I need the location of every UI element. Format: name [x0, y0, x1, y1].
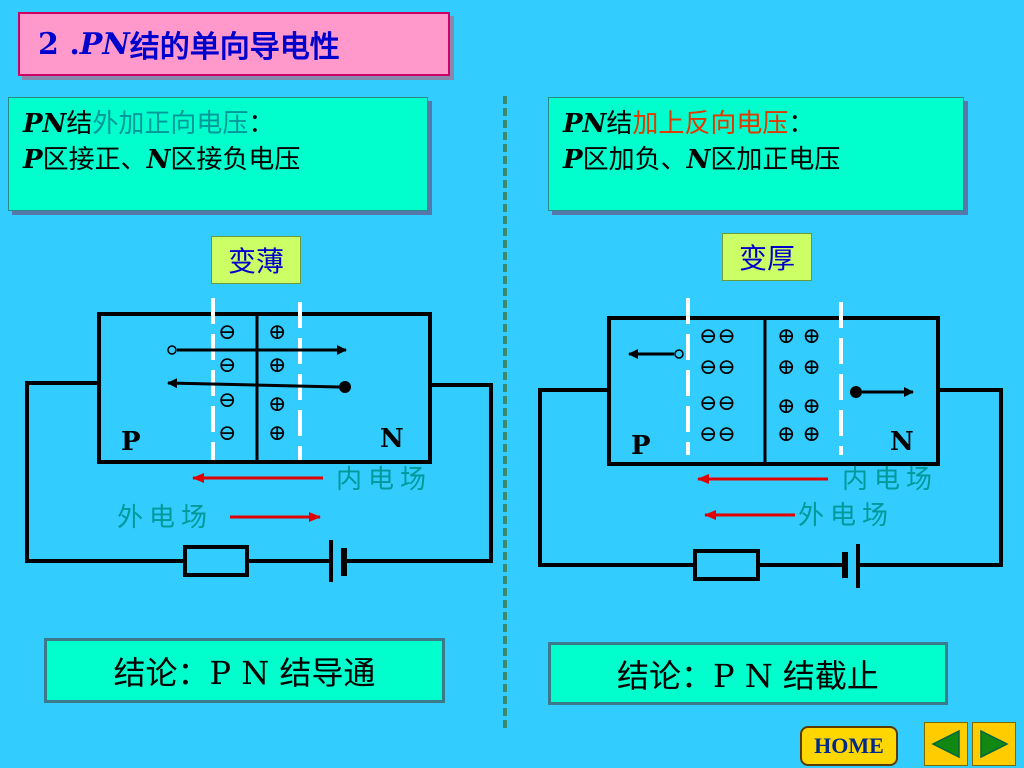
- svg-text:⊕: ⊕: [268, 320, 286, 345]
- wire-left: [25, 381, 185, 563]
- title-number: 2 .: [38, 26, 80, 62]
- pn-label: PN: [23, 109, 67, 139]
- n-label: N: [146, 145, 171, 175]
- inner-field-label: 内电场: [336, 465, 432, 495]
- forward-bias-info-box: PN 结外加正向电压： P 区接正、N 区接负电压: [8, 97, 428, 211]
- negative-ions: ⊖⊖ ⊖⊖ ⊖⊖ ⊖⊖: [699, 324, 736, 447]
- p-label: P: [563, 145, 583, 175]
- p-region-text: 区接正、: [42, 145, 147, 175]
- wire-right: [344, 383, 493, 563]
- positive-ions: ⊕ ⊕ ⊕ ⊕: [268, 320, 286, 446]
- svg-text:⊖⊖: ⊖⊖: [699, 391, 736, 416]
- n-region-text: 区接负电压: [170, 145, 301, 175]
- pn-block: [97, 312, 432, 464]
- n-region-label: N: [380, 424, 404, 454]
- junction-label: 结: [66, 109, 93, 139]
- thinner-tag: 变薄: [211, 236, 301, 284]
- p-region-label: P: [121, 427, 141, 457]
- triangle-right-icon: [980, 729, 1009, 759]
- n-label: N: [686, 145, 711, 175]
- hole-carrier: [167, 345, 177, 355]
- svg-text:⊕: ⊕: [268, 392, 286, 417]
- electron-carrier: [850, 386, 862, 398]
- svg-text:⊕: ⊕: [268, 421, 286, 446]
- prev-button[interactable]: [924, 722, 968, 766]
- forward-bias-line1: PN 结外加正向电压：: [23, 106, 413, 142]
- triangle-left-icon: [931, 729, 960, 759]
- p-label: P: [23, 145, 43, 175]
- svg-text:⊕ ⊕: ⊕ ⊕: [777, 394, 821, 419]
- forward-conclusion: 结论：P N 结导通: [44, 638, 445, 703]
- outer-field-label: 外电场: [798, 501, 894, 531]
- title-pn: PN: [79, 26, 130, 62]
- p-region-label: P: [631, 431, 651, 461]
- title-text: 结的单向导电性: [129, 30, 340, 65]
- n-region-label: N: [890, 427, 914, 457]
- svg-text:⊖: ⊖: [218, 353, 236, 378]
- wire-right: [858, 388, 1003, 567]
- center-divider: [503, 96, 507, 728]
- svg-text:⊖: ⊖: [218, 388, 236, 413]
- junction-label: 结: [606, 109, 633, 139]
- forward-bias-circuit: ⊖ ⊖ ⊖ ⊖ ⊕ ⊕ ⊕ ⊕ P N 内电场 外电场: [25, 298, 493, 582]
- electron-motion-arrow: [167, 378, 340, 389]
- svg-text:⊕ ⊕: ⊕ ⊕: [777, 422, 821, 447]
- n-region-text: 区加正电压: [710, 145, 841, 175]
- svg-text:⊖: ⊖: [218, 421, 236, 446]
- positive-ions: ⊕ ⊕ ⊕ ⊕ ⊕ ⊕ ⊕ ⊕: [777, 324, 821, 447]
- svg-text:⊕ ⊕: ⊕ ⊕: [777, 324, 821, 349]
- reverse-bias-circuit: ⊖⊖ ⊖⊖ ⊖⊖ ⊖⊖ ⊕ ⊕ ⊕ ⊕ ⊕ ⊕ ⊕ ⊕ P N 内电场 外电场: [538, 298, 1003, 588]
- colon: ：: [248, 109, 275, 139]
- resistor-icon: [183, 545, 249, 577]
- hole-carrier: [674, 349, 684, 359]
- electron-carrier: [339, 381, 351, 393]
- p-region-text: 区加负、: [582, 145, 687, 175]
- colon: ：: [788, 109, 815, 139]
- svg-text:⊕: ⊕: [268, 353, 286, 378]
- svg-text:⊖⊖: ⊖⊖: [699, 355, 736, 380]
- svg-text:⊖⊖: ⊖⊖: [699, 422, 736, 447]
- forward-bias-line2: P 区接正、N 区接负电压: [23, 142, 413, 178]
- svg-text:⊖⊖: ⊖⊖: [699, 324, 736, 349]
- home-button[interactable]: HOME: [800, 726, 898, 766]
- svg-text:⊕ ⊕: ⊕ ⊕: [777, 355, 821, 380]
- outer-field-label: 外电场: [117, 503, 213, 533]
- reverse-voltage-label: 加上反向电压: [632, 109, 789, 139]
- wire-left: [538, 388, 695, 567]
- reverse-conclusion: 结论：P N 结截止: [548, 642, 948, 705]
- inner-field-label: 内电场: [842, 465, 938, 495]
- svg-text:⊖: ⊖: [218, 320, 236, 345]
- reverse-bias-line1: PN 结加上反向电压：: [563, 106, 949, 142]
- thicker-tag: 变厚: [722, 233, 812, 281]
- negative-ions: ⊖ ⊖ ⊖ ⊖: [218, 320, 236, 446]
- forward-voltage-label: 外加正向电压: [92, 109, 249, 139]
- next-button[interactable]: [972, 722, 1016, 766]
- resistor-icon: [693, 549, 760, 581]
- pn-label: PN: [563, 109, 607, 139]
